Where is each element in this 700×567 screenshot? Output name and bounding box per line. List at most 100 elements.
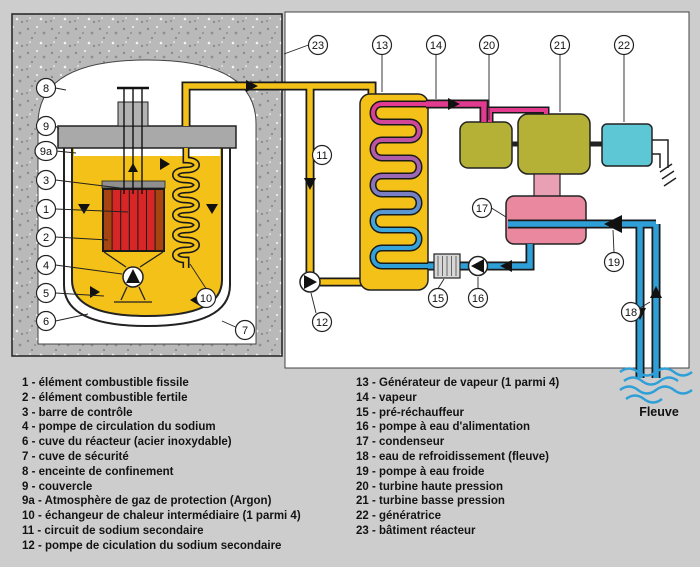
primary-sodium-pump	[103, 251, 164, 303]
callouts: 8 9 9a 3 1 2 4 5 6 7 10 11 12 23 13 14 2…	[34, 34, 642, 341]
callout-11: 11	[311, 144, 333, 166]
pump-impeller-icon	[471, 259, 484, 273]
lp-turbine	[517, 113, 591, 175]
water-pipes	[428, 215, 662, 378]
cold-water-pump	[604, 215, 622, 233]
control-rods	[117, 86, 149, 194]
legend-item-1: 1 - élément combustible fissile	[22, 377, 189, 389]
river-waves	[619, 367, 693, 404]
svg-text:6: 6	[43, 316, 49, 328]
callout-6: 6	[35, 310, 57, 332]
callout-13: 13	[371, 34, 393, 56]
grid-connection-icon	[659, 163, 677, 187]
legend-item-9a: 9a - Atmosphère de gaz de protection (Ar…	[22, 495, 272, 508]
svg-text:22: 22	[618, 40, 630, 52]
callout-12: 12	[311, 311, 333, 333]
callout-14: 14	[425, 34, 447, 56]
reactor-core	[101, 86, 166, 252]
svg-text:1: 1	[43, 204, 49, 216]
river-label: Fleuve	[639, 405, 679, 419]
vessel-lid	[57, 125, 237, 149]
electric-generator	[601, 123, 653, 167]
callout-15: 15	[427, 287, 449, 309]
fertile-fuel-elements	[104, 190, 164, 250]
legend-item-8: 8 - enceinte de confinement	[22, 465, 174, 478]
svg-text:2: 2	[43, 232, 49, 244]
legend-item-2: 2 - élément combustible fertile	[22, 391, 188, 404]
callout-10: 10	[195, 287, 217, 309]
svg-text:4: 4	[43, 260, 49, 272]
feedwater-pump	[467, 255, 489, 277]
secondary-sodium-pipes	[181, 80, 377, 287]
svg-text:9a: 9a	[40, 146, 53, 158]
legend-item-15: 15 - pré-réchauffeur	[356, 406, 465, 419]
callout-1: 1	[35, 198, 57, 220]
preheater	[433, 253, 461, 279]
svg-text:16: 16	[472, 293, 484, 305]
argon-gas-gap	[74, 148, 220, 156]
svg-text:13: 13	[376, 40, 388, 52]
callout-18: 18	[620, 301, 642, 323]
callout-23: 23	[307, 34, 329, 56]
turbine-exhaust-duct	[533, 173, 561, 199]
legend-item-20: 20 - turbine haute pression	[356, 480, 503, 493]
secondary-sodium-pump	[299, 271, 321, 293]
legend-item-4: 4 - pompe de circulation du sodium	[22, 421, 216, 434]
svg-text:14: 14	[430, 40, 442, 52]
intermediate-heat-exchanger	[172, 148, 200, 268]
svg-text:15: 15	[432, 293, 444, 305]
legend-item-21: 21 - turbine basse pression	[356, 495, 505, 508]
hp-turbine	[459, 121, 513, 169]
legend-item-10: 10 - échangeur de chaleur intermédiaire …	[22, 510, 301, 523]
svg-text:10: 10	[200, 293, 212, 305]
svg-text:12: 12	[316, 317, 328, 329]
callout-3: 3	[35, 169, 57, 191]
svg-text:3: 3	[43, 175, 49, 187]
legend-item-19: 19 - pompe à eau froide	[356, 465, 485, 478]
svg-text:17: 17	[476, 203, 488, 215]
legend-right-column: 13 - Générateur de vapeur (1 parmi 4) 14…	[356, 376, 559, 539]
turbine-generator-set	[459, 113, 677, 187]
callout-4: 4	[35, 254, 57, 276]
callout-17: 17	[471, 197, 493, 219]
callout-20: 20	[478, 34, 500, 56]
svg-text:7: 7	[242, 325, 248, 337]
callout-21: 21	[549, 34, 571, 56]
svg-text:19: 19	[608, 257, 620, 269]
svg-text:8: 8	[43, 83, 49, 95]
callout-19: 19	[603, 251, 625, 273]
legend-item-22: 22 - génératrice	[356, 510, 442, 523]
steam-pipes	[426, 98, 550, 122]
legend-item-18: 18 - eau de refroidissement (fleuve)	[356, 450, 550, 463]
callout-9: 9	[35, 115, 57, 137]
svg-text:5: 5	[43, 288, 49, 300]
callout-8: 8	[35, 77, 57, 99]
callout-16: 16	[467, 287, 489, 309]
legend-item-17: 17 - condenseur	[356, 436, 445, 449]
callout-9a: 9a	[34, 140, 58, 162]
svg-text:18: 18	[625, 307, 637, 319]
legend-item-12: 12 - pompe de ciculation du sodium secon…	[22, 539, 282, 552]
legend-item-11: 11 - circuit de sodium secondaire	[22, 524, 204, 537]
legend-left-column: 1 - élément combustible fissile 2 - élém…	[22, 376, 301, 554]
leader-lines	[55, 44, 651, 328]
legend-item-23: 23 - bâtiment réacteur	[356, 524, 476, 537]
callout-22: 22	[613, 34, 635, 56]
svg-text:21: 21	[554, 40, 566, 52]
steam-generator	[359, 93, 429, 291]
legend-item-3: 3 - barre de contrôle	[22, 406, 133, 419]
pump-impeller-icon	[304, 275, 317, 289]
svg-text:9: 9	[43, 121, 49, 133]
pump-impeller-icon	[126, 269, 140, 283]
svg-text:11: 11	[316, 150, 327, 162]
legend-item-9: 9 - couvercle	[22, 480, 93, 493]
svg-text:23: 23	[312, 40, 324, 52]
callout-2: 2	[35, 226, 57, 248]
legend-item-6: 6 - cuve du réacteur (acier inoxydable)	[22, 436, 232, 449]
legend-item-13: 13 - Générateur de vapeur (1 parmi 4)	[356, 377, 560, 389]
legend-item-7: 7 - cuve de sécurité	[22, 450, 129, 463]
legend-item-14: 14 - vapeur	[356, 391, 417, 404]
svg-text:20: 20	[483, 40, 495, 52]
